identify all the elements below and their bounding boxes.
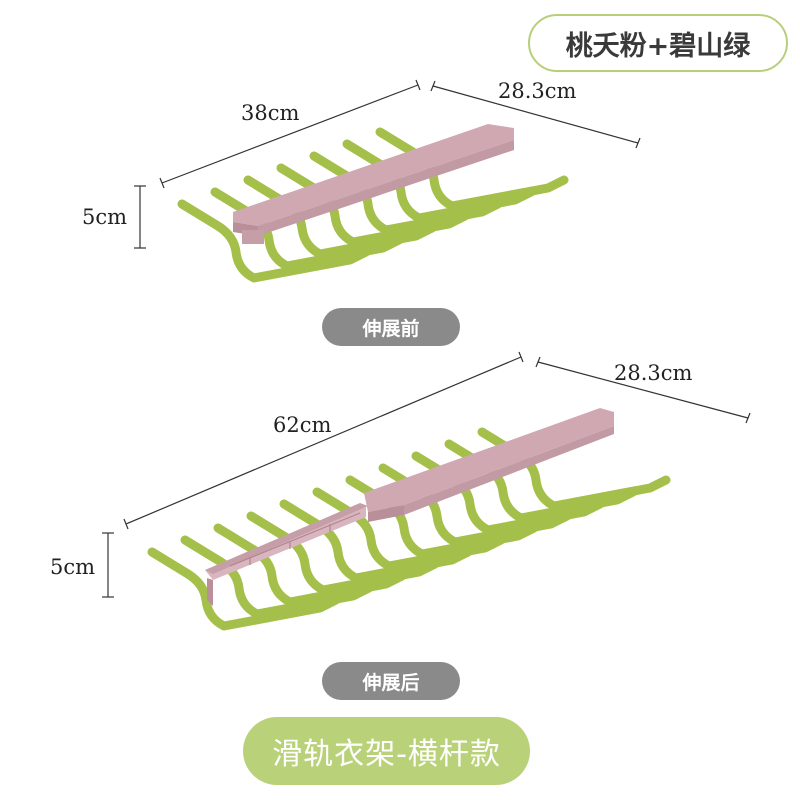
color-variant-badge: 桃夭粉+碧山绿 <box>528 14 788 72</box>
hook <box>147 547 341 631</box>
rail-after <box>205 408 614 606</box>
dimension-lines-after <box>102 351 751 598</box>
height-label-before: 5cm <box>82 205 128 229</box>
hook <box>177 199 371 283</box>
width-label-after: 62cm <box>273 413 332 437</box>
hooks-after <box>147 427 671 631</box>
depth-label-before: 28.3cm <box>498 79 577 103</box>
height-label-after: 5cm <box>50 555 96 579</box>
dimension-lines-before <box>134 79 641 249</box>
product-title: 滑轨衣架-横杆款 <box>243 717 530 785</box>
rail-before <box>233 124 514 244</box>
width-label-before: 38cm <box>241 101 300 125</box>
state-label-before: 伸展前 <box>322 308 460 346</box>
depth-label-after: 28.3cm <box>614 361 693 385</box>
state-label-after: 伸展后 <box>322 662 460 700</box>
